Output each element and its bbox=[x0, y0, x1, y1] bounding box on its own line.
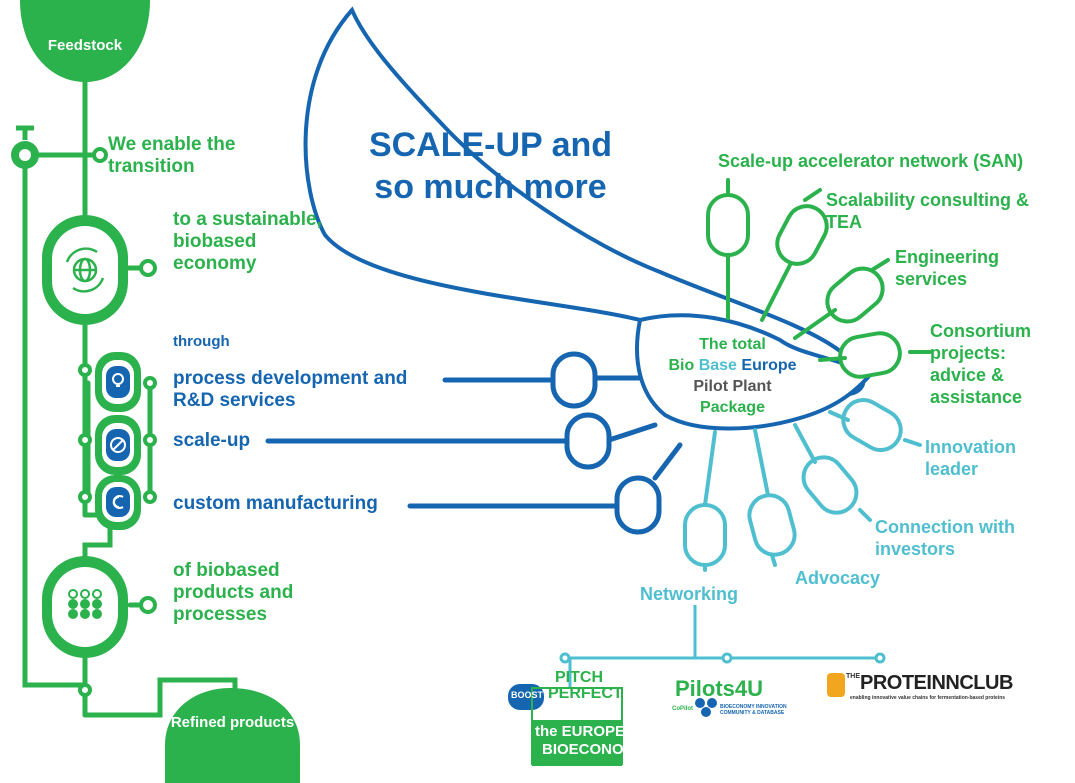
innovation-label: Innovation leader bbox=[925, 437, 1016, 479]
headline: SCALE-UP and so much more bbox=[368, 126, 613, 206]
cycle-arrows-icon bbox=[112, 495, 124, 509]
proteinn-the: THE bbox=[846, 673, 860, 680]
pipette-icon bbox=[110, 437, 126, 453]
refined-products-label: Refined products bbox=[170, 714, 295, 731]
feedstock-label: Feedstock bbox=[47, 37, 123, 54]
pitch-perfect-logo-shape bbox=[508, 684, 623, 766]
package-line1: The total bbox=[699, 336, 766, 353]
package-bio: Bio bbox=[668, 357, 695, 374]
investors-label: Connection with investors bbox=[875, 517, 1015, 559]
package-outline bbox=[635, 313, 874, 431]
valve-icon bbox=[11, 125, 39, 169]
engineering-label: Engineering services bbox=[895, 247, 1000, 289]
pilots4u-sub: BIOECONOMY INNOVATION COMMUNITY & DATABA… bbox=[720, 704, 787, 716]
proteinnclub-logo-shape bbox=[827, 673, 845, 697]
refined-shape bbox=[165, 688, 300, 783]
economy-label: to a sustainable, biobased economy bbox=[173, 209, 322, 274]
proteinn-sub: enabling innovative value chains for fer… bbox=[850, 695, 1006, 701]
package-europe: Europe bbox=[741, 357, 797, 374]
scale-up-label: scale-up bbox=[173, 430, 251, 451]
biobased-products-label: of biobased products and processes bbox=[173, 560, 294, 625]
package-line4: Package bbox=[700, 399, 765, 416]
consortium-label: Consortium projects: advice & assistance bbox=[930, 321, 1031, 407]
globe-recycle-icon bbox=[65, 247, 105, 293]
pitch-line2: PERFECT bbox=[548, 685, 623, 702]
proteinn-logo-text: PROTEINNCLUB bbox=[860, 672, 1013, 694]
pilots4u-copilot: CoPilot bbox=[672, 706, 693, 712]
pitch-line1: PITCH bbox=[555, 669, 603, 686]
package-line3: Pilot Plant bbox=[693, 378, 772, 395]
feedstock-shape bbox=[20, 0, 150, 82]
package-base: Base bbox=[698, 357, 737, 374]
scalability-label: Scalability consulting & TEA bbox=[826, 190, 1030, 232]
through-label: through bbox=[173, 333, 230, 350]
custom-manufacturing-label: custom manufacturing bbox=[173, 493, 378, 514]
molecules-icon bbox=[68, 589, 102, 619]
pitch-line3: the EUROPEAN bbox=[535, 723, 647, 740]
pitch-boost-text: BOOST bbox=[511, 690, 544, 700]
networking-label: Networking bbox=[640, 584, 739, 604]
pilots4u-logo-shape bbox=[695, 698, 717, 717]
lightbulb-icon bbox=[112, 373, 124, 387]
enable-label: We enable the transition bbox=[108, 134, 236, 177]
package-text: The total Bio Base Europe Pilot Plant Pa… bbox=[645, 334, 820, 418]
advocacy-label: Advocacy bbox=[795, 568, 881, 588]
pitch-line4: BIOECONOMY bbox=[542, 741, 647, 758]
process-dev-label: process development and R&D services bbox=[173, 368, 408, 411]
san-label: Scale-up accelerator network (SAN) bbox=[718, 151, 1024, 171]
pilots4u-logo-text: Pilots4U bbox=[675, 676, 764, 701]
